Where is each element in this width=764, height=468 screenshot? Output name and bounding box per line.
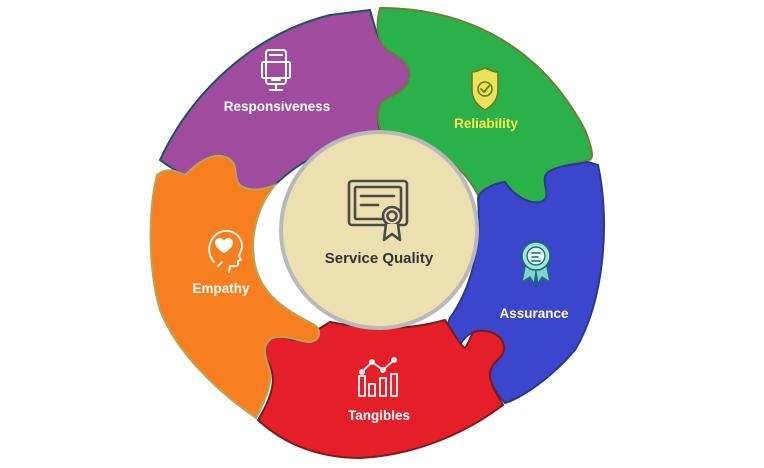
segment-label-responsiveness: Responsiveness [224, 99, 331, 114]
segment-tangibles [256, 318, 506, 460]
center-circle [279, 130, 479, 330]
segment-label-empathy: Empathy [192, 281, 250, 296]
analytics-chart-icon [358, 357, 398, 397]
award-badge-icon [521, 241, 551, 285]
segment-label-reliability: Reliability [454, 116, 518, 131]
certificate-icon [347, 179, 409, 242]
segment-label-assurance: Assurance [499, 306, 569, 321]
segment-label-tangibles: Tangibles [348, 408, 410, 423]
heart-head-icon [208, 230, 243, 273]
shield-check-icon [471, 67, 499, 111]
segment-empathy [149, 154, 321, 420]
center-label: Service Quality [325, 250, 434, 267]
mobile-device-icon [261, 49, 291, 91]
